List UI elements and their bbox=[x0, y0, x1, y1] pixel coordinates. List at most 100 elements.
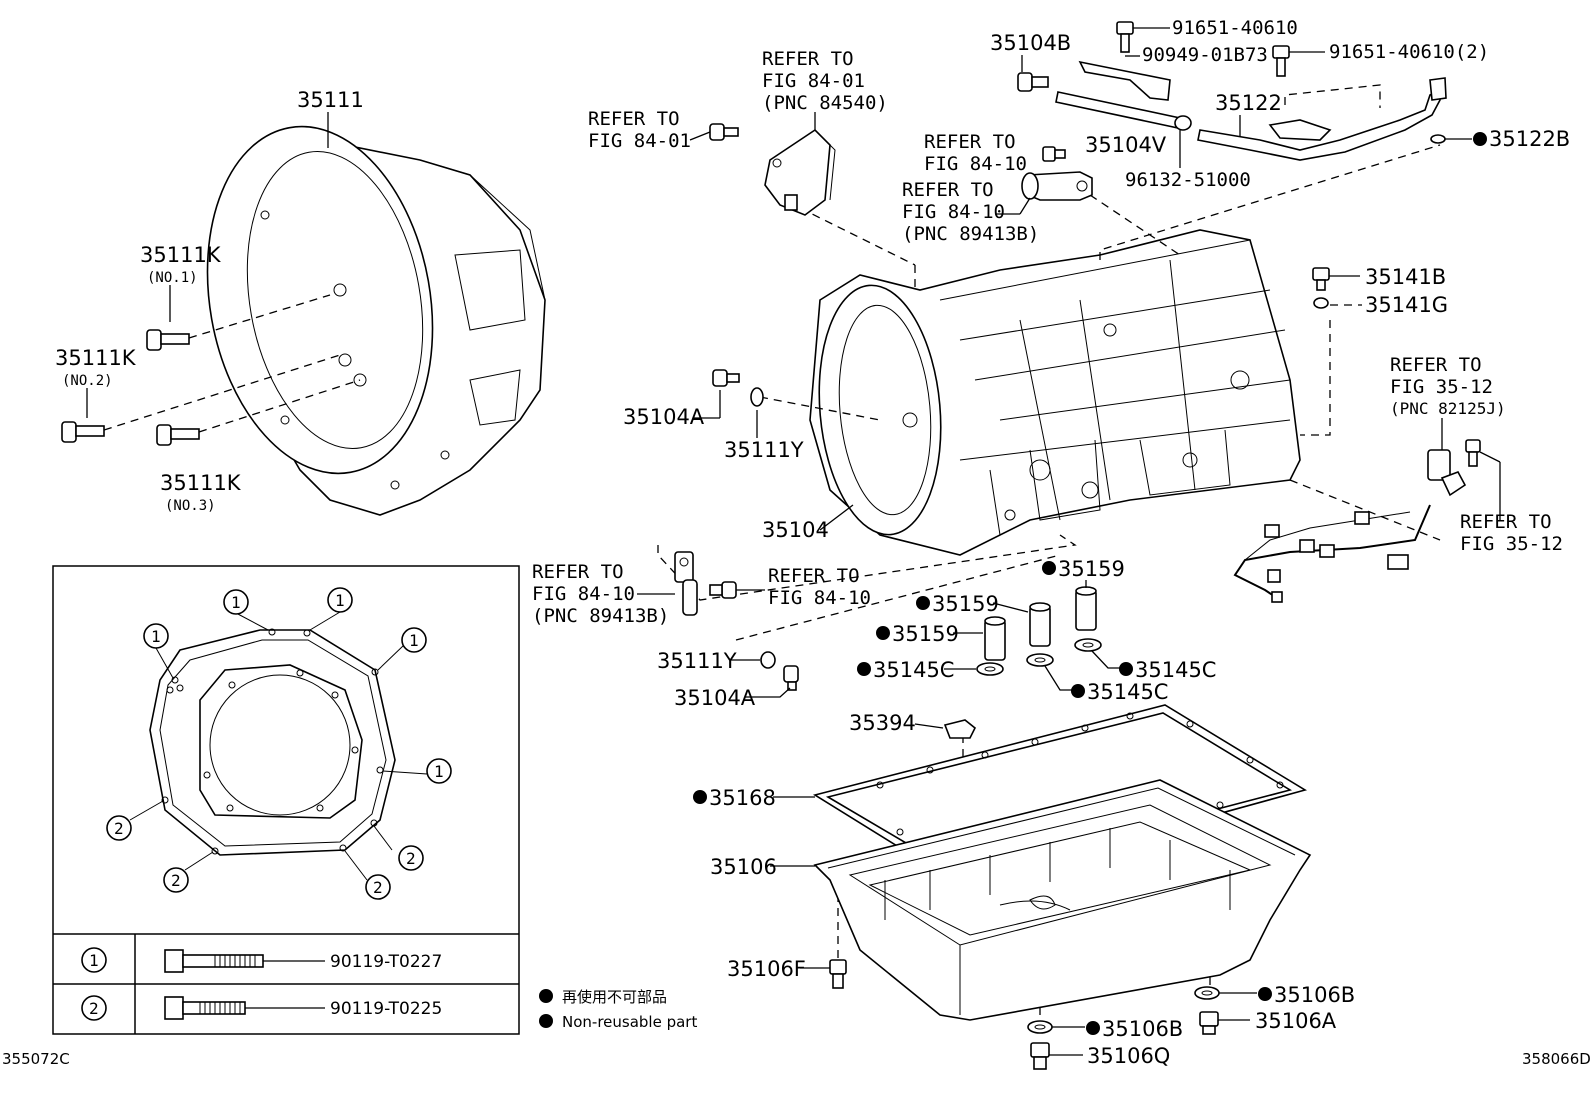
svg-text:2: 2 bbox=[406, 849, 416, 868]
non-reusable-dot bbox=[1086, 1021, 1100, 1035]
inset-callout: 2 bbox=[106, 815, 132, 841]
inset-callout: 1 bbox=[401, 627, 427, 653]
part-35106: 35106 bbox=[710, 855, 777, 879]
part-35106A: 35106A bbox=[1255, 1009, 1337, 1033]
bolt-ref-84-10 bbox=[1042, 146, 1066, 162]
non-reusable-dot bbox=[1071, 684, 1085, 698]
bolt-35111K-no3 bbox=[156, 424, 200, 446]
ref1-line1: REFER TO bbox=[588, 108, 680, 130]
bolt-91651-b bbox=[1272, 45, 1290, 77]
svg-text:1: 1 bbox=[151, 627, 161, 646]
ref7-line1: REFER TO bbox=[532, 561, 624, 583]
figure-code-left: 355072C bbox=[2, 1050, 70, 1068]
plug-35106F bbox=[829, 959, 847, 989]
non-reusable-dot bbox=[1473, 132, 1487, 146]
part-35159-b: 35159 bbox=[932, 592, 999, 616]
svg-text:2: 2 bbox=[89, 999, 99, 1018]
ref4-line3: (PNC 89413B) bbox=[902, 223, 1039, 245]
part-35111: 35111 bbox=[297, 88, 364, 112]
inset-callout: 2 bbox=[398, 845, 424, 871]
ref2-line3: (PNC 84540) bbox=[762, 92, 888, 114]
part-35104B: 35104B bbox=[990, 31, 1071, 55]
ref3-line1: REFER TO bbox=[924, 131, 1016, 153]
svg-text:1: 1 bbox=[434, 762, 444, 781]
wire-harness bbox=[1233, 504, 1431, 603]
part-35122: 35122 bbox=[1215, 91, 1282, 115]
speed-sensor-82125J bbox=[1427, 449, 1467, 497]
part-35106Q: 35106Q bbox=[1087, 1044, 1170, 1068]
part-91651-40610-2: 91651-40610(2) bbox=[1329, 41, 1489, 63]
ref8-line2: FIG 84-10 bbox=[768, 587, 871, 609]
inset-callout: 2 bbox=[163, 867, 189, 893]
part-35159-a: 35159 bbox=[1058, 557, 1125, 581]
part-35111Y-bottom: 35111Y bbox=[657, 649, 737, 673]
fitting-35104B bbox=[1017, 72, 1049, 92]
bell-housing-drawing bbox=[206, 125, 546, 516]
non-reusable-dot bbox=[857, 662, 871, 676]
part-35141B: 35141B bbox=[1365, 265, 1446, 289]
sensor-84-01-plug bbox=[709, 123, 739, 141]
magnet-35394 bbox=[943, 719, 977, 739]
svg-text:1: 1 bbox=[335, 591, 345, 610]
sensor-89413B-top bbox=[1021, 171, 1093, 201]
non-reusable-dot bbox=[1119, 662, 1133, 676]
part-35394: 35394 bbox=[849, 711, 916, 735]
sensor-89413B-bottom bbox=[674, 551, 698, 616]
part-90949-01B73: 90949-01B73 bbox=[1142, 44, 1268, 66]
ref1-line2: FIG 84-01 bbox=[588, 130, 691, 152]
clamp-90949 bbox=[1078, 60, 1171, 101]
bolt-ref-35-12 bbox=[1465, 439, 1481, 467]
sleeve-35159-c bbox=[984, 616, 1006, 661]
part-35141G: 35141G bbox=[1365, 293, 1448, 317]
inset-callout: 1 bbox=[426, 758, 452, 784]
bolt-pattern-inset bbox=[52, 565, 520, 1035]
plug-35106Q bbox=[1030, 1042, 1050, 1070]
legend-dot bbox=[539, 1014, 553, 1028]
part-35111K-no1: 35111K bbox=[140, 243, 222, 267]
inset-table-row: 2 90119-T0225 bbox=[81, 995, 442, 1021]
ref5-line3: (PNC 82125J) bbox=[1390, 399, 1506, 418]
part-35106F: 35106F bbox=[727, 957, 806, 981]
part-35111Y-top: 35111Y bbox=[724, 438, 804, 462]
part-35104A-bottom: 35104A bbox=[674, 686, 756, 710]
part-35159-c: 35159 bbox=[892, 622, 959, 646]
sleeve-35159-a bbox=[1075, 586, 1097, 631]
bolt-part-number: 90119-T0227 bbox=[330, 952, 442, 972]
ref8-line1: REFER TO bbox=[768, 565, 860, 587]
part-35111K-no3-sub: (NO.3) bbox=[165, 498, 216, 514]
non-reusable-dot bbox=[916, 596, 930, 610]
ref6-line2: FIG 35-12 bbox=[1460, 533, 1563, 555]
part-35122B: 35122B bbox=[1489, 127, 1570, 151]
svg-text:2: 2 bbox=[373, 878, 383, 897]
part-91651-40610: 91651-40610 bbox=[1172, 17, 1298, 39]
legend-dot bbox=[539, 989, 553, 1003]
inset-table-row: 1 90119-T0227 bbox=[81, 947, 442, 973]
bolt-part-number: 90119-T0225 bbox=[330, 999, 442, 1019]
bolt-91651-a bbox=[1116, 21, 1134, 53]
inset-callout: 1 bbox=[143, 623, 169, 649]
ref2-line2: FIG 84-01 bbox=[762, 70, 865, 92]
svg-text:1: 1 bbox=[89, 951, 99, 970]
plug-35106A bbox=[1199, 1011, 1219, 1035]
ref5-line1: REFER TO bbox=[1390, 354, 1482, 376]
part-35145C-b: 35145C bbox=[1087, 680, 1168, 704]
part-96132-51000: 96132-51000 bbox=[1125, 169, 1251, 191]
ref4-line1: REFER TO bbox=[902, 179, 994, 201]
ref2-line1: REFER TO bbox=[762, 48, 854, 70]
sensor-84540-bracket bbox=[764, 128, 836, 216]
part-35111K-no2: 35111K bbox=[55, 346, 137, 370]
part-35145C-a: 35145C bbox=[873, 658, 954, 682]
svg-text:2: 2 bbox=[114, 819, 124, 838]
transmission-case-drawing bbox=[809, 229, 1301, 556]
part-35104V: 35104V bbox=[1085, 133, 1167, 157]
pipe-35122 bbox=[1197, 77, 1447, 161]
ref7-line3: (PNC 89413B) bbox=[532, 605, 669, 627]
non-reusable-dot bbox=[876, 626, 890, 640]
part-35111K-no3: 35111K bbox=[160, 471, 242, 495]
part-35111K-no2-sub: (NO.2) bbox=[62, 373, 113, 389]
bolt-35111K-no1 bbox=[146, 329, 190, 351]
non-reusable-dot bbox=[1258, 987, 1272, 1001]
oil-pan-35106 bbox=[813, 779, 1312, 1021]
plug-35141B bbox=[1312, 267, 1330, 291]
